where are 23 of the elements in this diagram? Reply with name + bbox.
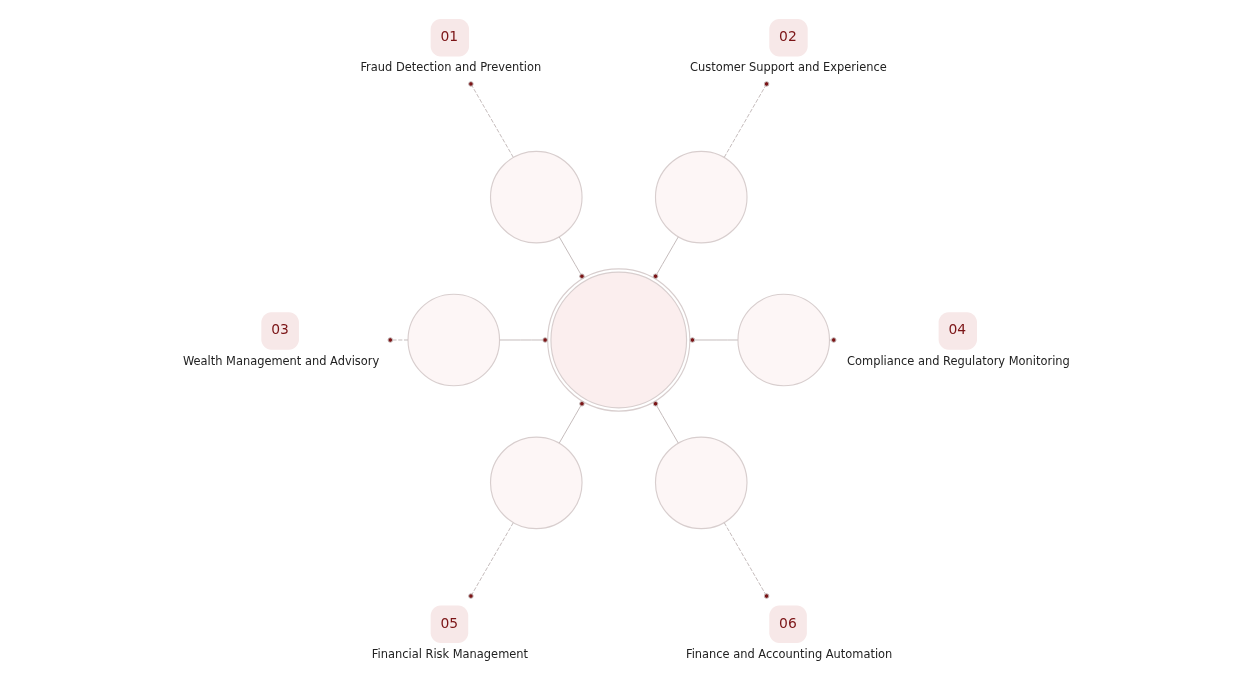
connector [558,236,585,279]
connector [387,337,408,343]
node-label: Finance and Accounting Automation [685,646,892,661]
connector [723,81,769,158]
node-circle [654,150,748,244]
node-label: Financial Risk Management [371,646,528,661]
connector [652,401,679,444]
connector [467,81,514,158]
connector [689,337,738,343]
connector [467,522,514,599]
node-circle [489,436,583,530]
node-label: Wealth Management and Advisory [182,353,379,368]
node-label: Compliance and Regulatory Monitoring [846,353,1070,368]
connector [828,337,837,343]
connector [652,236,679,279]
connector [498,337,548,343]
node-circle [489,150,583,244]
connector [723,522,769,599]
node-circle [654,436,748,530]
connector [558,401,585,444]
node-circle [406,293,500,387]
node-label: Fraud Detection and Prevention [359,60,541,75]
node-label: Customer Support and Experience [689,60,887,75]
